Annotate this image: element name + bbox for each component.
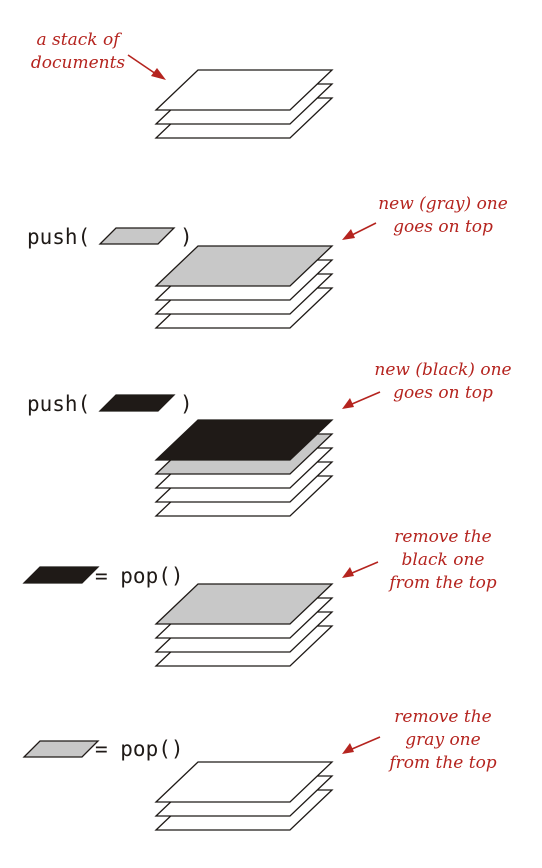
operation-document [22,566,100,584]
step-pop-gray: = pop() remove the gray one from the top [22,707,497,831]
document-stack [154,69,334,139]
step-push-gray: push( ) new (gray) one goes on top [27,194,508,329]
document-sheet-gray [154,245,334,287]
document-icon-gray [98,227,176,245]
note-line: black one [402,550,485,570]
operation-suffix: = pop() [95,737,184,761]
note-line: a stack of [37,30,123,50]
document-icon-black [98,394,176,412]
document-stack [154,761,334,831]
operation-document [22,740,100,758]
annotation-arrow [342,222,377,240]
operation-prefix: push( [27,392,90,416]
document-stack [154,419,334,517]
document-sheet-white [154,761,334,803]
note-line: remove the [394,527,491,547]
step-pop-black: = pop() remove the black one from the to… [22,527,497,667]
operation-suffix: ) [180,392,193,416]
document-sheet-gray [154,583,334,625]
annotation-arrow [342,736,381,754]
document-sheet-white [154,69,334,111]
operation-suffix: ) [180,225,193,249]
document-icon-black [22,566,100,584]
operation-document [98,227,176,245]
note-line: from the top [387,753,496,773]
note-line: from the top [387,573,496,593]
annotation-arrow [342,561,379,578]
document-stack [154,583,334,667]
note-line: goes on top [393,383,493,403]
note-line: remove the [394,707,491,727]
annotation-arrow [342,391,381,409]
annotation-arrow [127,54,166,80]
note-line: new (black) one [374,360,511,380]
document-stack [154,245,334,329]
document-sheet-black [154,419,334,461]
note-line: gray one [405,730,480,750]
step-push-black: push( ) new (black) one goes on top [27,360,512,517]
note-line: documents [31,53,126,73]
operation-document [98,394,176,412]
operation-suffix: = pop() [95,564,184,588]
operation-prefix: push( [27,225,90,249]
note-line: goes on top [393,217,493,237]
note-line: new (gray) one [378,194,508,214]
step-initial: a stack of documents [31,30,334,139]
document-icon-gray [22,740,100,758]
